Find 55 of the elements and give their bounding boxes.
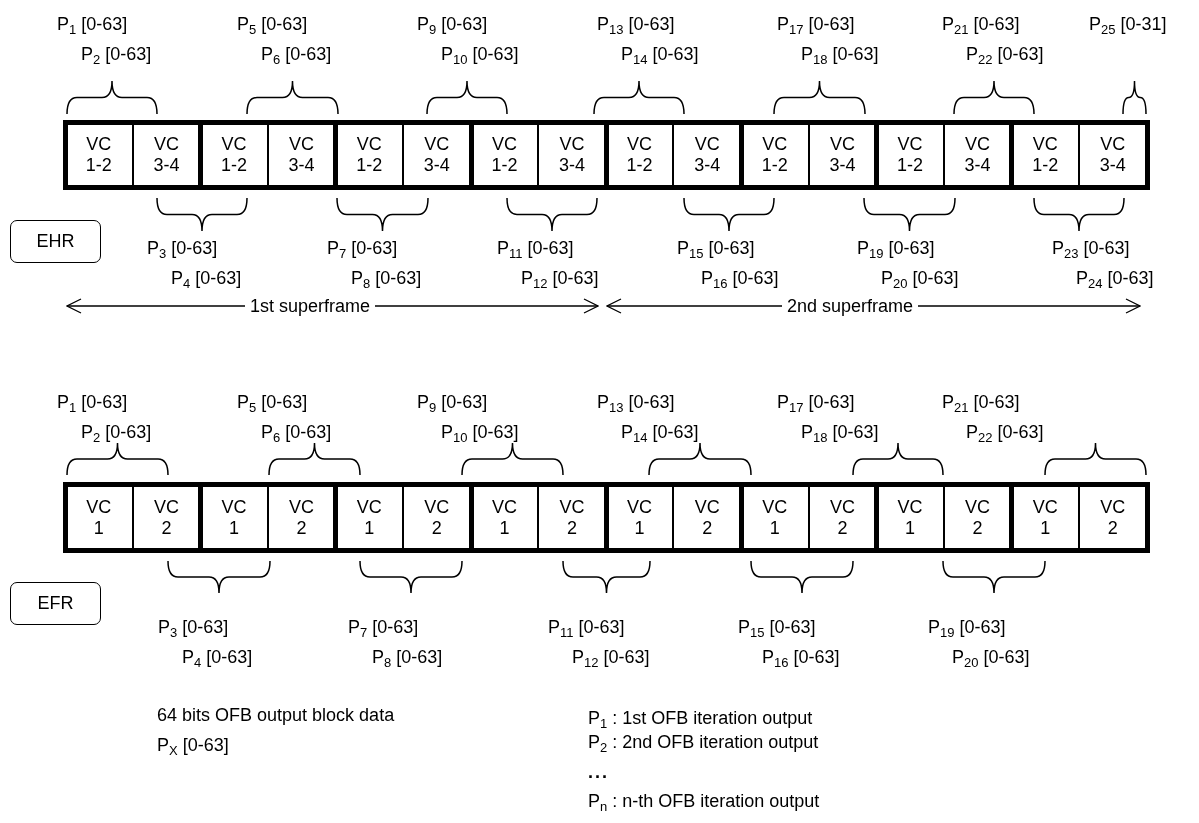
- block-label: P$_{2}$ [0-63]: [81, 43, 152, 65]
- block-label: P$_{3}$ [0-63]: [147, 237, 218, 259]
- block-label: P$_{4}$ [0-63]: [182, 646, 253, 668]
- block-label: P$_{10}$ [0-63]: [441, 421, 519, 443]
- block-label: P$_{21}$ [0-63]: [942, 391, 1020, 413]
- block-label: P$_{11}$ [0-63]: [497, 237, 574, 259]
- block-label: P$_{16}$ [0-63]: [701, 267, 779, 289]
- block-label: P$_{18}$ [0-63]: [801, 421, 879, 443]
- block-label: P$_{1}$ [0-63]: [57, 391, 128, 413]
- block-label: P$_{17}$ [0-63]: [777, 391, 855, 413]
- block-label: P$_{25}$ [0-31]: [1089, 13, 1167, 35]
- block-label: P$_{4}$ [0-63]: [171, 267, 242, 289]
- block-label: P$_{8}$ [0-63]: [351, 267, 422, 289]
- block-label: P$_{3}$ [0-63]: [158, 616, 229, 638]
- block-label: P$_{7}$ [0-63]: [348, 616, 419, 638]
- block-label: P$_{13}$ [0-63]: [597, 391, 675, 413]
- block-label: P$_{2}$ [0-63]: [81, 421, 152, 443]
- legend-note: P$_{n}$ : n-th OFB iteration output: [588, 790, 820, 812]
- block-label: P$_{8}$ [0-63]: [372, 646, 443, 668]
- block-label: P$_{5}$ [0-63]: [237, 391, 308, 413]
- block-label: P$_{7}$ [0-63]: [327, 237, 398, 259]
- block-label: P$_{12}$ [0-63]: [572, 646, 650, 668]
- block-label: P$_{22}$ [0-63]: [966, 43, 1044, 65]
- legend-note: P$_{2}$ : 2nd OFB iteration output: [588, 731, 819, 753]
- block-label: P$_{6}$ [0-63]: [261, 43, 332, 65]
- block-label: P$_{9}$ [0-63]: [417, 391, 488, 413]
- block-label: P$_{14}$ [0-63]: [621, 421, 699, 443]
- block-label: P$_{17}$ [0-63]: [777, 13, 855, 35]
- block-label: P$_{22}$ [0-63]: [966, 421, 1044, 443]
- block-label: P$_{19}$ [0-63]: [857, 237, 935, 259]
- block-label: P$_{24}$ [0-63]: [1076, 267, 1154, 289]
- block-label: P$_{19}$ [0-63]: [928, 616, 1006, 638]
- block-label: P$_{6}$ [0-63]: [261, 421, 332, 443]
- block-label: P$_{18}$ [0-63]: [801, 43, 879, 65]
- block-label: P$_{5}$ [0-63]: [237, 13, 308, 35]
- legend-note: 64 bits OFB output block data: [157, 704, 395, 726]
- block-label: P$_{14}$ [0-63]: [621, 43, 699, 65]
- frame-type-box: EFR: [10, 582, 101, 625]
- block-label: P$_{20}$ [0-63]: [881, 267, 959, 289]
- block-label: P$_{16}$ [0-63]: [762, 646, 840, 668]
- block-label: P$_{10}$ [0-63]: [441, 43, 519, 65]
- block-label: P$_{1}$ [0-63]: [57, 13, 128, 35]
- block-label: P$_{23}$ [0-63]: [1052, 237, 1130, 259]
- block-label: P$_{13}$ [0-63]: [597, 13, 675, 35]
- legend-note: P$_{X}$ [0-63]: [157, 734, 229, 756]
- block-label: P$_{21}$ [0-63]: [942, 13, 1020, 35]
- frame-type-box: EHR: [10, 220, 101, 263]
- legend-note: P$_{1}$ : 1st OFB iteration output: [588, 707, 813, 729]
- block-label: P$_{12}$ [0-63]: [521, 267, 599, 289]
- ellipsis: ...: [588, 761, 609, 783]
- block-label: P$_{15}$ [0-63]: [677, 237, 755, 259]
- block-label: P$_{20}$ [0-63]: [952, 646, 1030, 668]
- block-label: P$_{11}$ [0-63]: [548, 616, 625, 638]
- block-label: P$_{15}$ [0-63]: [738, 616, 816, 638]
- block-label: P$_{9}$ [0-63]: [417, 13, 488, 35]
